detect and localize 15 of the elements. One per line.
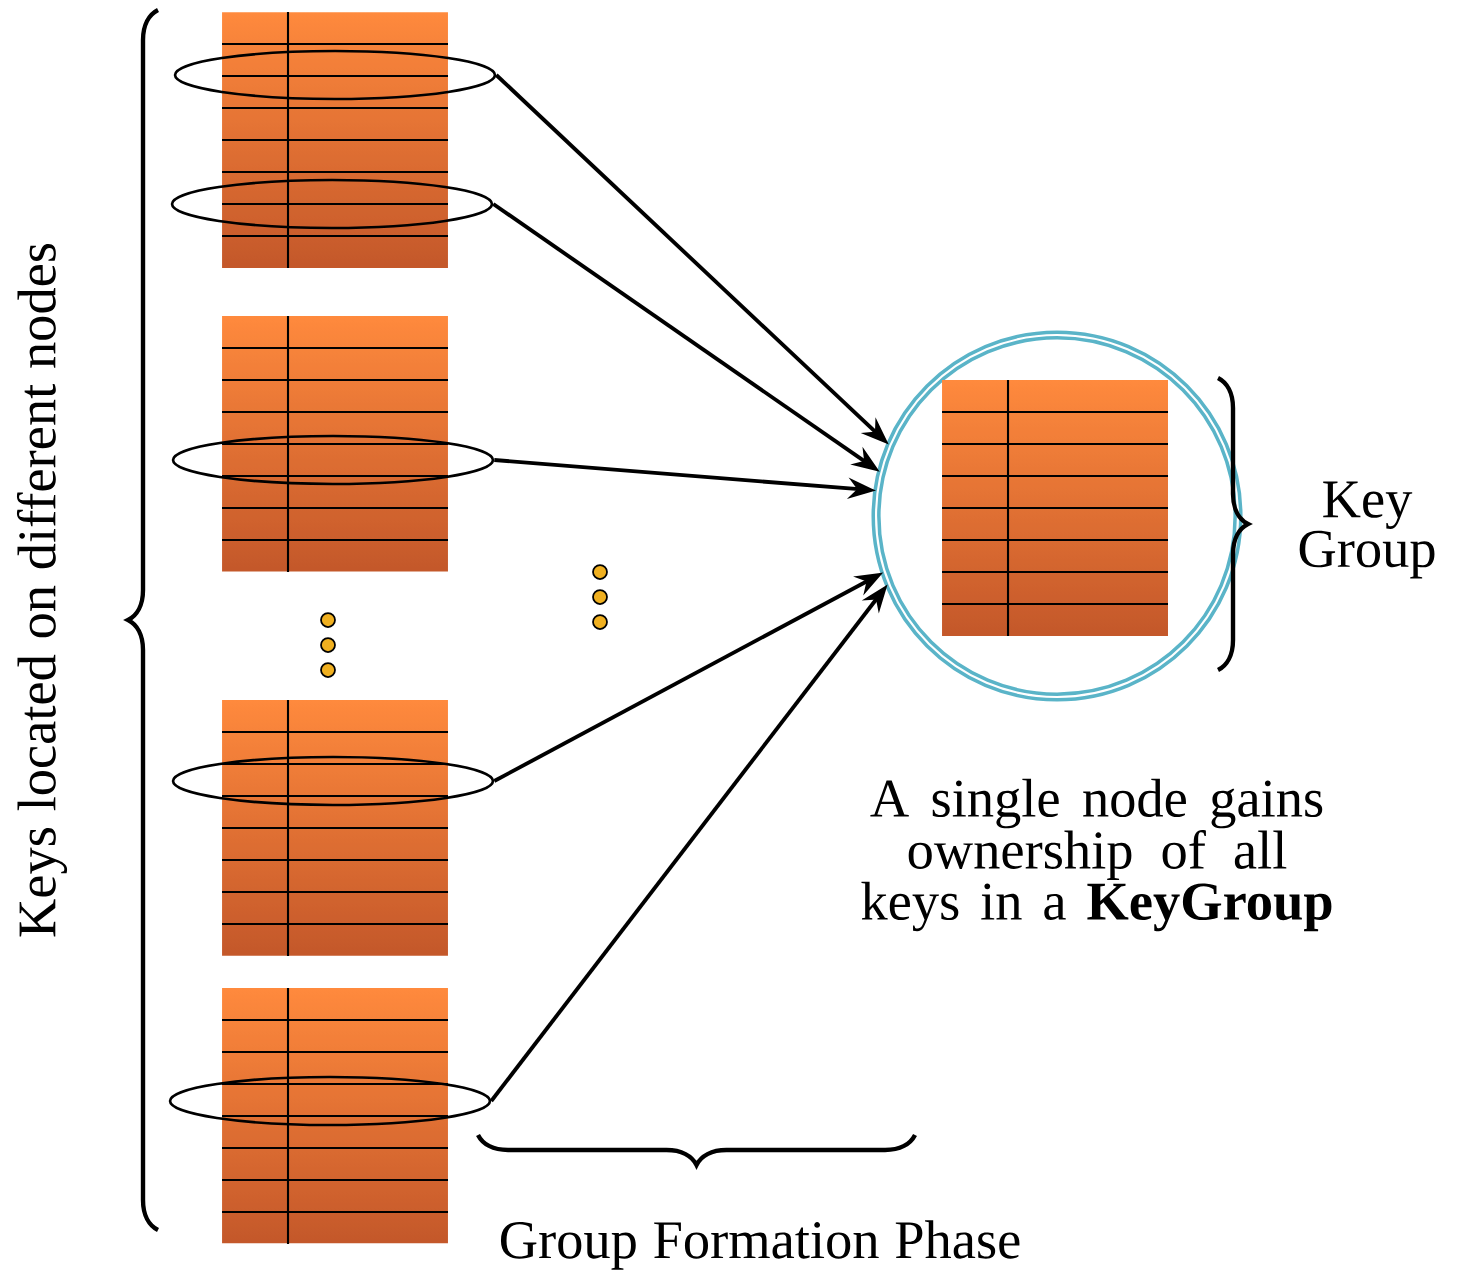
brace-label: Key Group (1299, 481, 1435, 579)
brace-label: Group Formation Phase (500, 1220, 1020, 1270)
caption-text: A single node gains ownership of all keys in a KeyGroup (861, 778, 1332, 932)
ellipse-highlight (168, 1075, 492, 1127)
ellipse-highlight (173, 49, 497, 101)
ellipse-highlight (170, 178, 494, 230)
table (222, 12, 448, 268)
ellipse-highlight (171, 434, 495, 486)
table (222, 316, 448, 572)
brace-label: Keys located on different nodes (16, 243, 68, 937)
circle-outline (871, 330, 1243, 702)
table (942, 380, 1168, 636)
ellipse-highlight (171, 755, 495, 807)
table (222, 700, 448, 956)
table (222, 988, 448, 1244)
